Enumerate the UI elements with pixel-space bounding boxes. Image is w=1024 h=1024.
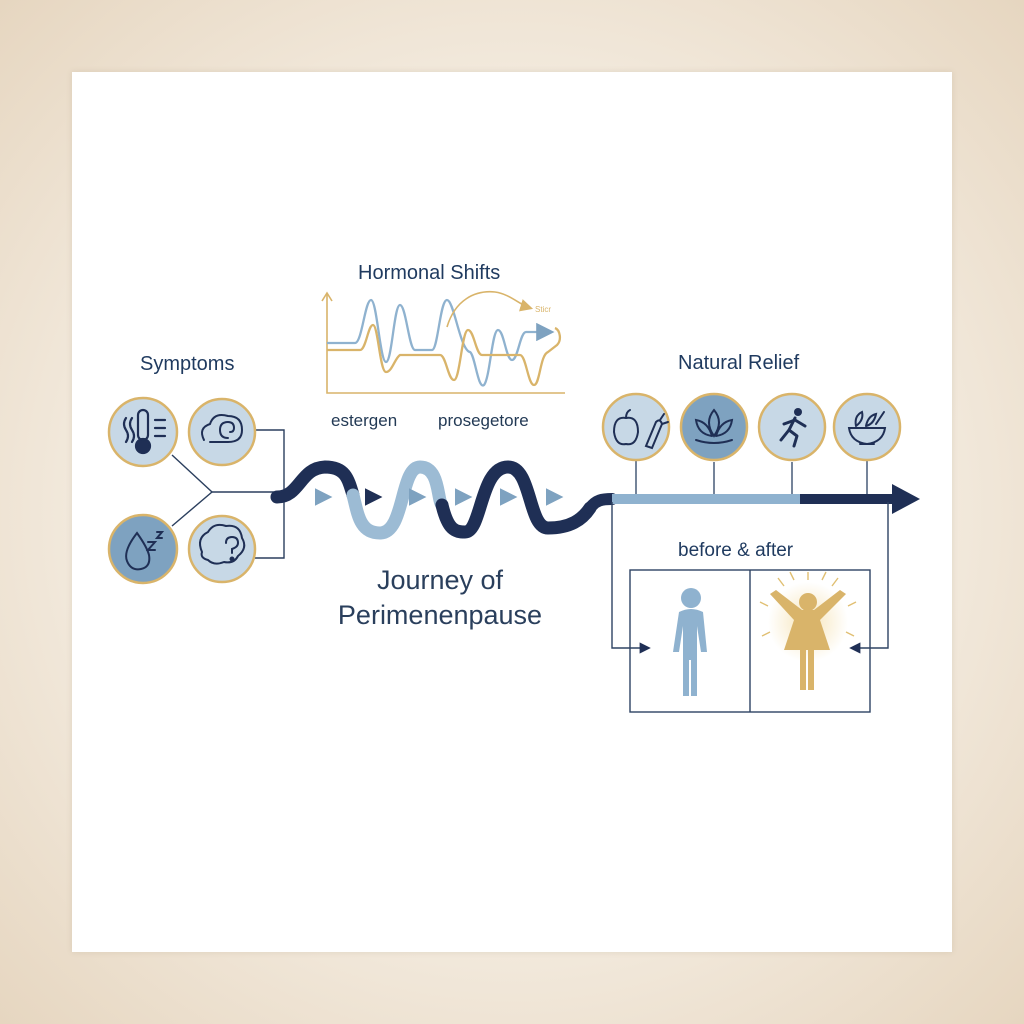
journey-title: Journey of Perimenenpause bbox=[330, 563, 550, 633]
symptom-spiral bbox=[187, 397, 257, 467]
hormone-chart: Sticr bbox=[321, 290, 565, 394]
progesterone-wave bbox=[327, 323, 562, 387]
lotus-icon bbox=[694, 408, 734, 444]
symptom-brain-fog bbox=[187, 514, 257, 584]
before-figure bbox=[673, 588, 707, 696]
estrogen-wave bbox=[327, 298, 555, 387]
symptom-sleep bbox=[107, 513, 179, 585]
progesterone-label: prosegetore bbox=[438, 411, 529, 430]
journey-wave-dark-middle bbox=[435, 460, 597, 539]
thermometer-icon bbox=[122, 408, 167, 455]
estrogen-label: estergen bbox=[331, 411, 398, 430]
before-after-title: before & after bbox=[678, 540, 794, 561]
chart-annotation: Sticr bbox=[535, 305, 551, 314]
relief-connectors bbox=[635, 460, 868, 494]
journey-path bbox=[270, 460, 920, 540]
after-figure bbox=[759, 571, 857, 690]
sleep-drop-icon bbox=[125, 531, 165, 571]
symptom-thermometer bbox=[107, 396, 179, 468]
hormonal-shifts-title: Hormonal Shifts bbox=[358, 262, 501, 284]
spiral-cloud-icon bbox=[201, 414, 244, 443]
before-connector bbox=[611, 502, 651, 654]
relief-exercise bbox=[757, 392, 827, 462]
progesterone-overlay-arc bbox=[446, 290, 534, 328]
journey-wave-dark-start bbox=[270, 460, 360, 504]
before-after-panel bbox=[611, 502, 889, 713]
running-person-icon bbox=[779, 408, 807, 448]
relief-mindfulness bbox=[679, 392, 749, 462]
infographic-card bbox=[72, 72, 952, 952]
symptoms-title: Symptoms bbox=[140, 353, 235, 375]
journey-title-line2: Perimenenpause bbox=[337, 600, 543, 630]
brain-question-icon bbox=[199, 523, 246, 565]
relief-herbal bbox=[832, 392, 902, 462]
chart-axes bbox=[326, 293, 565, 394]
fruit-vegetable-icon bbox=[612, 409, 669, 450]
journey-title-line1: Journey of bbox=[376, 565, 504, 595]
herbal-bowl-icon bbox=[847, 410, 887, 446]
natural-relief-title: Natural Relief bbox=[678, 352, 800, 374]
after-connector bbox=[849, 502, 889, 654]
journey-wave-light bbox=[346, 460, 449, 540]
journey-arrowhead bbox=[892, 484, 920, 514]
journey-wave-dark-end bbox=[584, 493, 618, 514]
relief-nutrition bbox=[601, 392, 671, 462]
